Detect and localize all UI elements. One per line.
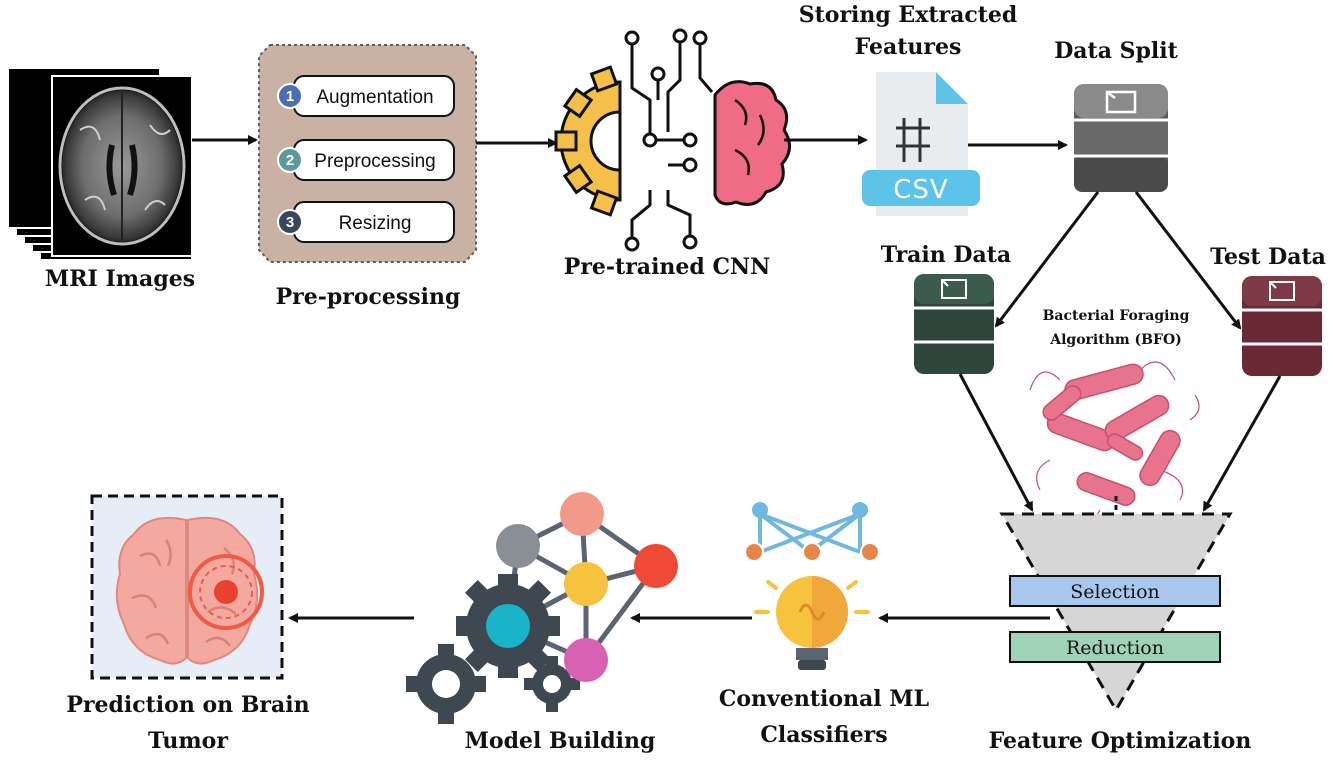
conventional-ml-label-line2: Classifiers — [760, 722, 887, 748]
prediction-label-line2: Tumor — [148, 728, 228, 754]
svg-text:Preprocessing: Preprocessing — [314, 151, 435, 172]
prediction-brain-panel — [90, 494, 284, 680]
arrow-split-to-test — [1134, 191, 1242, 330]
svg-text:CSV: CSV — [893, 175, 948, 205]
svg-text:Augmentation: Augmentation — [316, 87, 433, 108]
data-split-label: Data Split — [1054, 38, 1178, 64]
train-database-icon — [914, 274, 994, 374]
step-badge-1 — [277, 83, 303, 109]
prediction-label-line1: Prediction on Brain — [66, 692, 309, 718]
gear-icon — [524, 656, 580, 712]
tumor-target-icon — [188, 554, 264, 630]
arrow-train-to-funnel — [958, 373, 1034, 512]
cnn-gear-brain-icon — [554, 28, 791, 252]
svg-text:2: 2 — [286, 152, 294, 169]
pretrained-cnn-label: Pre-trained CNN — [564, 254, 770, 280]
svg-text:Reduction: Reduction — [1066, 637, 1164, 659]
svg-text:3: 3 — [286, 214, 294, 231]
bacteria-icon — [1029, 361, 1200, 522]
preprocessing-panel: 1 Augmentation 2 Preprocessing 3 Resizin… — [258, 44, 477, 263]
preprocess-step-resizing: 3 Resizing — [277, 201, 455, 243]
pre-processing-label: Pre-processing — [276, 284, 461, 310]
arrow-test-to-funnel — [1202, 375, 1282, 512]
feature-optimization-funnel: Selection Reduction — [999, 512, 1233, 713]
model-building-label: Model Building — [465, 728, 656, 754]
model-network-gears-icon — [406, 492, 678, 724]
gear-icon — [554, 65, 622, 217]
folder-icon — [1105, 90, 1137, 114]
svg-text:Resizing: Resizing — [339, 213, 412, 234]
storing-features-label-line2: Features — [855, 34, 962, 60]
mri-brain-scan-icon — [58, 86, 186, 246]
selection-step: Selection — [1009, 575, 1221, 607]
preprocess-step-preprocessing: 2 Preprocessing — [277, 139, 455, 181]
mri-image-stack — [7, 67, 193, 261]
csv-file-icon: CSV — [862, 72, 980, 216]
brain-icon — [713, 80, 791, 206]
train-data-label: Train Data — [881, 242, 1011, 268]
test-database-icon — [1242, 276, 1322, 376]
test-data-label: Test Data — [1210, 244, 1326, 270]
gear-icon — [406, 644, 486, 724]
mri-images-label: MRI Images — [45, 266, 195, 292]
preprocess-step-augmentation: 1 Augmentation — [277, 75, 455, 117]
feature-optimization-label: Feature Optimization — [989, 728, 1252, 754]
arrow-split-to-train — [994, 191, 1100, 328]
step-badge-2 — [277, 147, 303, 173]
bfo-label-line2: Algorithm (BFO) — [1049, 332, 1182, 348]
folder-icon — [941, 279, 967, 299]
reduction-step: Reduction — [1009, 631, 1221, 663]
conventional-ml-label-line1: Conventional ML — [719, 686, 929, 712]
storing-features-label-line1: Storing Extracted — [799, 2, 1018, 28]
csv-badge — [862, 170, 980, 206]
bfo-label-line1: Bacterial Foraging — [1043, 308, 1190, 324]
svg-text:Selection: Selection — [1070, 581, 1160, 603]
folder-icon — [1269, 281, 1295, 301]
step-badge-3 — [277, 209, 303, 235]
svg-text:1: 1 — [286, 88, 294, 105]
data-split-database-icon — [1074, 84, 1168, 192]
grid-icon — [896, 118, 930, 162]
ml-lightbulb-icon — [744, 502, 880, 670]
